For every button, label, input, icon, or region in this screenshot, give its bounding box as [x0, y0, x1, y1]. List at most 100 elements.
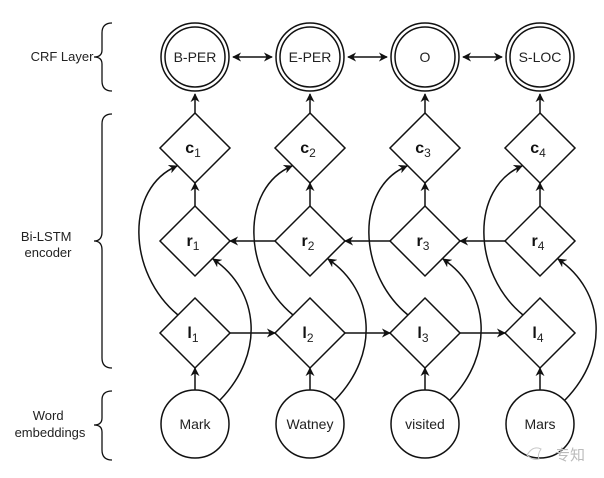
- crf-tag-label: B-PER: [174, 49, 217, 65]
- right-lstm-node-subscript: 1: [193, 239, 200, 253]
- watermark: 专知: [526, 446, 585, 464]
- right-lstm-node-shape: [388, 204, 462, 278]
- concat-node-subscript: 2: [309, 146, 316, 160]
- left-lstm-node-shape: [503, 296, 577, 370]
- concat-node-symbol: c: [530, 140, 539, 157]
- left-lstm-node-subscript: 2: [307, 331, 314, 345]
- crf-tag-node: S-LOC: [505, 22, 575, 92]
- curve-l-to-c: [368, 165, 409, 316]
- brace-bilstm: [93, 113, 113, 369]
- right-lstm-node-symbol: r: [532, 233, 538, 250]
- layer-label-embeddings: Word embeddings: [15, 408, 86, 440]
- crf-tag-node: O: [390, 22, 460, 92]
- left-lstm-node-label: l4: [532, 325, 543, 345]
- left-lstm-node-label: l1: [187, 325, 198, 345]
- right-lstm-node: r4: [503, 204, 577, 278]
- brace-crf: [93, 22, 113, 92]
- right-lstm-node-shape: [503, 204, 577, 278]
- right-lstm-node-label: r3: [417, 233, 430, 253]
- word-label: Mars: [524, 416, 555, 432]
- layer-label-bilstm: Bi-LSTM encoder: [21, 229, 75, 260]
- word-node: Watney: [275, 389, 345, 459]
- curve-word-to-r: [442, 258, 482, 401]
- crf-inner-circle: [279, 26, 341, 88]
- crf-tag-label: E-PER: [289, 49, 332, 65]
- word-node: visited: [390, 389, 460, 459]
- left-lstm-node: l1: [158, 296, 232, 370]
- concat-node-label: c3: [415, 140, 431, 160]
- concat-node-shape: [158, 111, 232, 185]
- left-lstm-node-subscript: 1: [192, 331, 199, 345]
- word-circle: [160, 389, 230, 459]
- word-node: Mark: [160, 389, 230, 459]
- right-lstm-node: r1: [158, 204, 232, 278]
- word-label: visited: [405, 416, 445, 432]
- left-lstm-node: l3: [388, 296, 462, 370]
- left-lstm-node: l4: [503, 296, 577, 370]
- concat-node-label: c2: [300, 140, 316, 160]
- left-lstm-node-shape: [388, 296, 462, 370]
- right-lstm-node-symbol: r: [417, 233, 423, 250]
- right-lstm-node-shape: [273, 204, 347, 278]
- concat-node-subscript: 4: [539, 146, 546, 160]
- crf-tag-label: S-LOC: [519, 49, 562, 65]
- crf-tag-label: O: [420, 49, 431, 65]
- concat-node-subscript: 1: [194, 146, 201, 160]
- crf-tag-node: E-PER: [275, 22, 345, 92]
- left-lstm-node-symbol: l: [187, 325, 191, 342]
- concat-node-shape: [388, 111, 462, 185]
- concat-node-label: c4: [530, 140, 546, 160]
- concat-node: c4: [503, 111, 577, 185]
- concat-node-shape: [273, 111, 347, 185]
- word-circle: [275, 389, 345, 459]
- right-lstm-node: r2: [273, 204, 347, 278]
- concat-node-shape: [503, 111, 577, 185]
- left-lstm-node-symbol: l: [532, 325, 536, 342]
- curve-word-to-r: [327, 258, 367, 401]
- watermark-text: 专知: [555, 446, 585, 464]
- curve-word-to-r: [212, 258, 252, 401]
- concat-node: c3: [388, 111, 462, 185]
- left-lstm-node-symbol: l: [417, 325, 421, 342]
- crf-inner-circle: [394, 26, 456, 88]
- right-lstm-node-shape: [158, 204, 232, 278]
- right-lstm-node-subscript: 4: [538, 239, 545, 253]
- concat-node-subscript: 3: [424, 146, 431, 160]
- right-lstm-node-label: r2: [302, 233, 315, 253]
- right-lstm-node-symbol: r: [187, 233, 193, 250]
- curve-word-to-r: [557, 258, 597, 401]
- nodes: B-PERc1r1l1MarkE-PERc2r2l2WatneyOc3r3l3v…: [158, 22, 577, 459]
- word-label: Mark: [179, 416, 211, 432]
- right-lstm-node-symbol: r: [302, 233, 308, 250]
- left-lstm-node-label: l2: [302, 325, 313, 345]
- curve-l-to-c: [253, 165, 294, 316]
- watermark-logo-icon: [526, 447, 542, 460]
- left-lstm-node: l2: [273, 296, 347, 370]
- left-lstm-node-symbol: l: [302, 325, 306, 342]
- left-lstm-node-shape: [273, 296, 347, 370]
- right-lstm-node-label: r4: [532, 233, 545, 253]
- layer-label-crf: CRF Layer: [31, 49, 95, 64]
- word-circle: [505, 389, 575, 459]
- left-lstm-node-shape: [158, 296, 232, 370]
- concat-node-label: c1: [185, 140, 201, 160]
- left-lstm-node-subscript: 3: [422, 331, 429, 345]
- left-lstm-node-subscript: 4: [537, 331, 544, 345]
- crf-tag-node: B-PER: [160, 22, 230, 92]
- curve-l-to-c: [483, 165, 524, 316]
- brace-embeddings: [93, 390, 113, 461]
- concat-node-symbol: c: [415, 140, 424, 157]
- crf-inner-circle: [164, 26, 226, 88]
- word-label: Watney: [287, 416, 334, 432]
- curve-l-to-c: [138, 165, 179, 316]
- left-lstm-node-label: l3: [417, 325, 428, 345]
- right-lstm-node: r3: [388, 204, 462, 278]
- word-node: Mars: [505, 389, 575, 459]
- concat-node-symbol: c: [185, 140, 194, 157]
- word-circle: [390, 389, 460, 459]
- right-lstm-node-subscript: 3: [423, 239, 430, 253]
- crf-inner-circle: [509, 26, 571, 88]
- right-lstm-node-label: r1: [187, 233, 200, 253]
- concat-node: c2: [273, 111, 347, 185]
